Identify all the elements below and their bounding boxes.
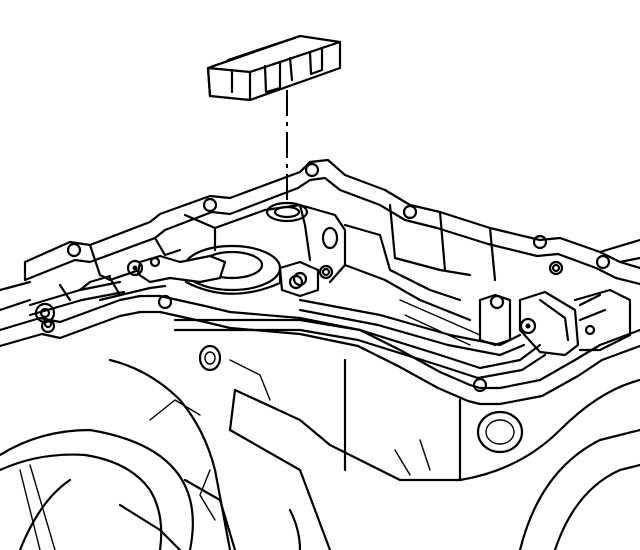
valve-body-cover [58, 203, 497, 346]
transmission-case [0, 358, 640, 550]
filter-element [206, 34, 342, 102]
mounting-bolts [40, 162, 611, 393]
gasket [0, 158, 640, 406]
fluid-lines [28, 274, 632, 380]
housing-bore [126, 201, 320, 298]
